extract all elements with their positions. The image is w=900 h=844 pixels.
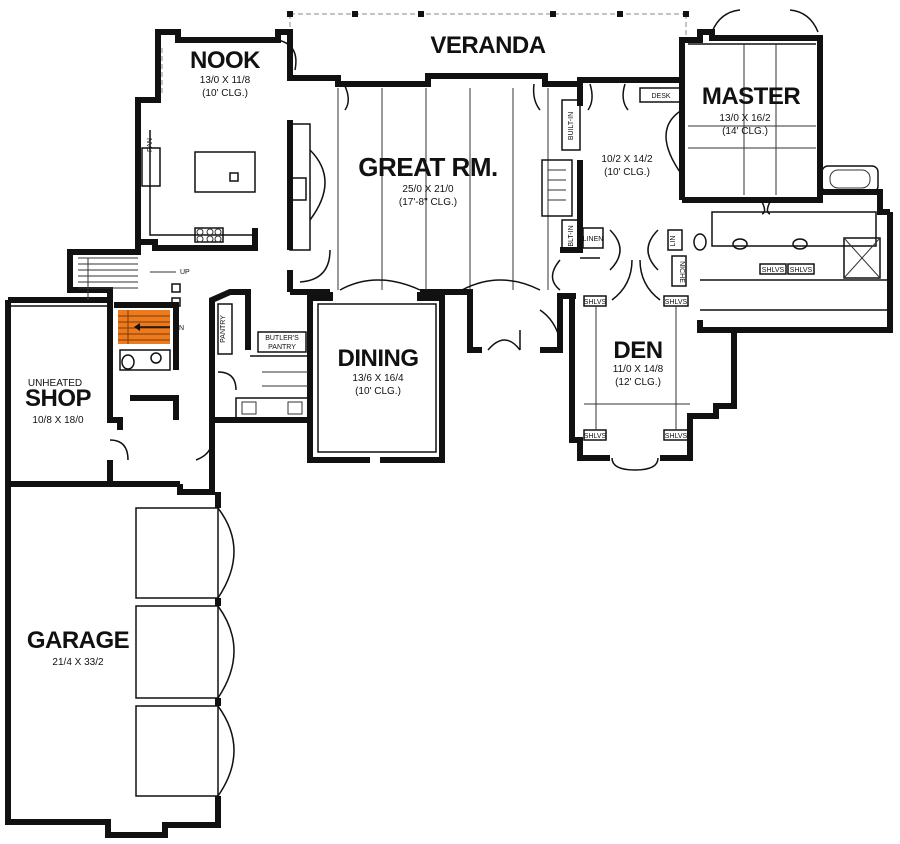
shower (843, 237, 881, 279)
butlers-pantry-label-2: PANTRY (268, 344, 296, 351)
desk (639, 87, 683, 103)
sitting-size: 10/2 X 14/2 (601, 154, 653, 165)
den-shlvs-br-label: SHLVS (665, 433, 688, 440)
sitting-area: DESK 10/2 X 14/2 (10' CLG.) LINEN (551, 83, 683, 301)
dining-label: DINING (338, 345, 419, 372)
linen-label: LINEN (583, 236, 604, 243)
powder-room (119, 349, 171, 371)
sitting-ceiling: (10' CLG.) (604, 167, 650, 178)
linen-closet (582, 227, 604, 249)
master-bedroom: MASTER 13/0 X 16/2 (14' CLG.) (688, 9, 819, 215)
dining-size: 13/6 X 16/4 (352, 373, 404, 384)
shlvs-2 (787, 263, 815, 275)
den: SHLVS SHLVS SHLVS SHLVS DEN 11/0 X 14/8 … (487, 295, 690, 471)
shop: UNHEATED SHOP 10/8 X 18/0 (8, 305, 108, 426)
niche (671, 255, 687, 287)
blt-in-cabinet (561, 219, 581, 251)
nook-kitchen: PAN NOOK 13/0 X 11/8 (10' CLG.) (141, 39, 297, 243)
garage-label: GARAGE (27, 627, 130, 654)
den-shlvs-bl-label: SHLVS (584, 433, 607, 440)
nook-ceiling: (10' CLG.) (202, 88, 248, 99)
butlers-pantry-counter (257, 331, 307, 353)
powder-toilet (121, 354, 135, 370)
butlers-pantry-label-1: BUTLER'S (265, 335, 299, 342)
garage: GARAGE 21/4 X 33/2 (27, 507, 235, 797)
den-ceiling: (12' CLG.) (615, 377, 661, 388)
fireplace (541, 159, 573, 217)
shlvs-label-2: SHLVS (790, 267, 813, 274)
dining-ceiling: (10' CLG.) (355, 386, 401, 397)
den-shlvs-tl-label: SHLVS (584, 299, 607, 306)
desk-label: DESK (651, 93, 670, 100)
den-shlvs-tl (583, 295, 607, 307)
pantry-cabinet (141, 147, 161, 187)
lin-closet (667, 229, 683, 251)
den-shlvs-tr-label: SHLVS (665, 299, 688, 306)
master-bath: SHLVS SHLVS LIN NICHE (667, 165, 890, 311)
dining-inner-border (317, 303, 437, 453)
great-room-label: GREAT RM. (358, 152, 497, 182)
shlvs-label-1: SHLVS (762, 267, 785, 274)
pantry-label: PANTRY (220, 315, 227, 343)
den-label: DEN (613, 337, 662, 364)
shop-size: 10/8 X 18/0 (32, 415, 84, 426)
oven (289, 177, 307, 201)
master-label: MASTER (702, 83, 801, 110)
butlers-pantry: PANTRY BUTLER'S PANTRY (217, 303, 310, 419)
den-size: 11/0 X 14/8 (613, 364, 664, 375)
toilet (693, 233, 707, 251)
master-size: 13/0 X 16/2 (719, 113, 771, 124)
den-shlvs-bl (583, 429, 607, 441)
master-ceiling: (14' CLG.) (722, 126, 768, 137)
island-sink (229, 172, 239, 182)
bathtub (821, 165, 879, 193)
garage-size: 21/4 X 33/2 (52, 657, 104, 668)
garage-door-panel-2 (135, 605, 219, 699)
stairs-down-label: DN (174, 325, 184, 332)
garage-door-panel-1 (135, 507, 219, 599)
blt-in-label: BLT-IN (568, 225, 575, 246)
dining: DINING 13/6 X 16/4 (10' CLG.) (317, 303, 437, 453)
niche-label: NICHE (678, 261, 685, 283)
lin-label: LIN (670, 236, 677, 247)
great-room-cabinets (289, 123, 331, 283)
sink-right (792, 238, 808, 250)
shop-label: SHOP (25, 385, 92, 412)
stair-arrow-icon (134, 323, 140, 331)
veranda: VERANDA (287, 11, 689, 70)
sink-left (732, 238, 748, 250)
nook-label: NOOK (190, 47, 261, 74)
built-in-label: BUILT-IN (568, 112, 575, 140)
stairs-up-label: UP (180, 269, 190, 276)
garage-door-panel-3 (135, 705, 219, 797)
pantry-closet (217, 303, 233, 355)
laundry-counter (235, 397, 309, 419)
built-in-cabinet (561, 99, 581, 151)
powder-sink (150, 352, 162, 364)
great-room: BUILT-IN BLT-IN GREAT RM. 25/0 X 21/0 (1… (337, 83, 581, 291)
pan-label: PAN (147, 138, 154, 152)
shlvs-1 (759, 263, 787, 275)
kitchen-island (194, 151, 256, 193)
shop-qualifier: UNHEATED (28, 378, 82, 389)
nook-size: 13/0 X 11/8 (200, 75, 251, 86)
great-room-ceiling: (17'-8" CLG.) (399, 197, 457, 208)
stairs: UP DN (78, 257, 213, 461)
veranda-label: VERANDA (430, 32, 545, 59)
great-room-size: 25/0 X 21/0 (402, 184, 454, 195)
